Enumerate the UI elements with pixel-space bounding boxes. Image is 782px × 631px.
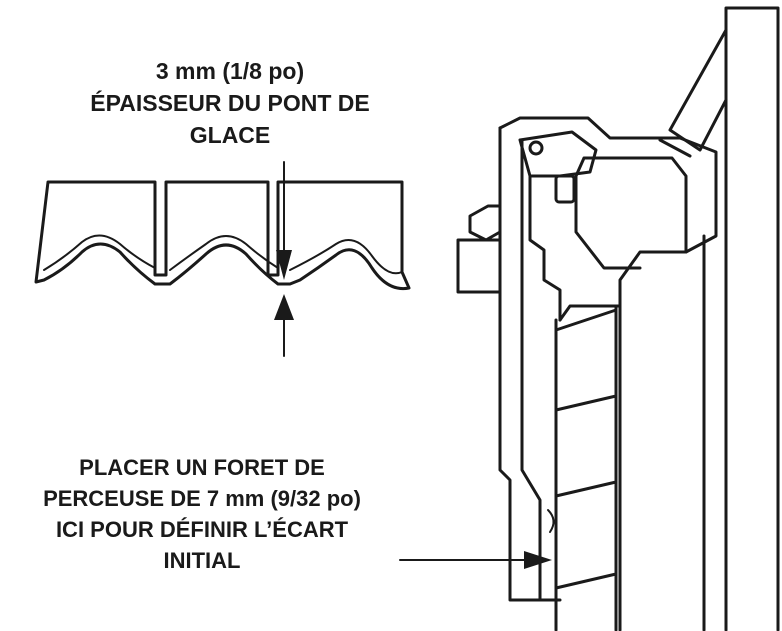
back-wall: [724, 6, 780, 631]
bridge-thickness-line-1: 3 mm (1/8 po): [155, 58, 305, 84]
drill-bit-line-2: PERCEUSE DE 7 mm (9/32 po): [43, 486, 361, 511]
bridge-thickness-label: 3 mm (1/8 po) ÉPAISSEUR DU PONT DE GLACE: [40, 55, 420, 151]
inner-box: [574, 156, 688, 270]
front-plate: [498, 126, 562, 602]
ice-bridge-inner-line: [43, 234, 403, 275]
thickness-arrow-up-head: [274, 294, 294, 320]
bridge-thickness-line-2: ÉPAISSEUR DU PONT DE: [90, 90, 370, 116]
ice-maker-profile: [456, 6, 780, 631]
frame-line: [618, 234, 706, 631]
drill-bit-pointer: [399, 551, 552, 569]
drill-nub: [547, 509, 555, 533]
screw-block: [554, 174, 576, 204]
thickness-arrow-down-head: [276, 250, 292, 280]
drill-bit-label: PLACER UN FORET DE PERCEUSE DE 7 mm (9/3…: [6, 452, 398, 576]
drill-bit-arrow-head: [524, 551, 552, 569]
drill-bit-line-3: ICI POUR DÉFINIR L’ÉCART: [55, 517, 349, 542]
drill-bit-line-4: INITIAL: [163, 548, 241, 573]
latch-lever: [518, 130, 598, 178]
tray-column: [554, 304, 618, 631]
side-fitting: [456, 204, 502, 294]
bridge-thickness-line-3: GLACE: [189, 122, 271, 148]
ice-cubes-outline: [34, 180, 411, 291]
drill-bit-line-1: PLACER UN FORET DE: [79, 455, 325, 480]
ice-cube-cross-section: [34, 161, 411, 357]
latch-pivot: [528, 140, 544, 156]
